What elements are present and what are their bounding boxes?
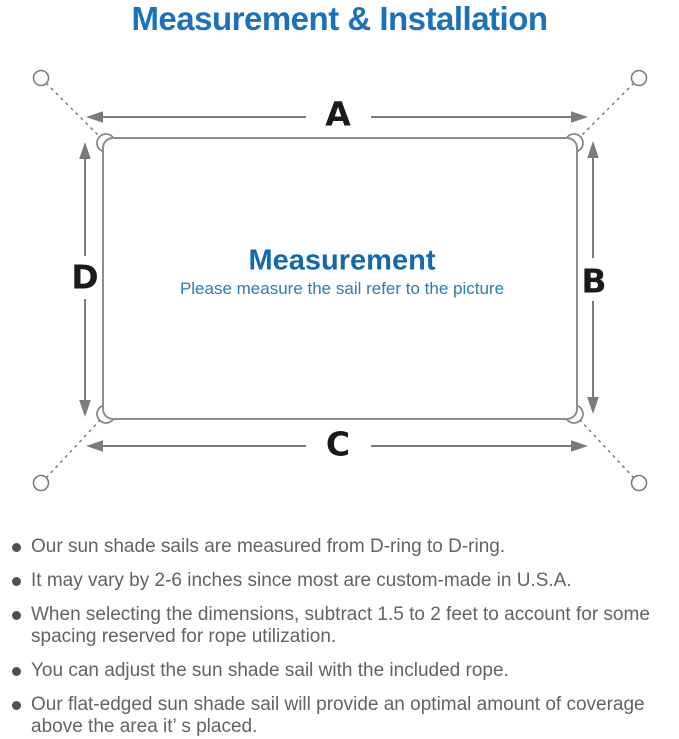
list-item: When selecting the dimensions, subtract … (12, 604, 677, 648)
note-text: When selecting the dimensions, subtract … (31, 604, 650, 647)
dimension-label-d: D (71, 257, 99, 297)
list-item: It may vary by 2-6 inches since most are… (12, 570, 677, 592)
arrow-down-icon (587, 397, 599, 414)
notes-list: Our sun shade sails are measured from D-… (12, 536, 677, 739)
note-text: It may vary by 2-6 inches since most are… (31, 570, 572, 591)
tie-rope-lines (45, 82, 635, 479)
anchor-point-icons (32, 69, 648, 492)
bullet-dot-icon (12, 667, 21, 676)
page-title: Measurement & Installation (131, 0, 548, 37)
arrow-right-icon (571, 440, 588, 452)
dimension-label-a: A (325, 94, 351, 134)
arrow-up-icon (587, 141, 599, 158)
list-item: You can adjust the sun shade sail with t… (12, 660, 677, 682)
anchor-point-icon-top-right (630, 69, 648, 87)
sail-measurement-diagram (32, 69, 648, 492)
bullet-dot-icon (12, 611, 21, 620)
bullet-dot-icon (12, 543, 21, 552)
tie-line-top-left (45, 82, 102, 139)
arrow-right-icon (571, 111, 588, 123)
anchor-point-icon-bottom-left (32, 474, 50, 492)
dimension-arrow-b (587, 141, 599, 414)
note-text: Our sun shade sails are measured from D-… (31, 536, 506, 557)
note-text: Our flat-edged sun shade sail will provi… (31, 694, 645, 737)
tie-line-bottom-left (45, 418, 102, 479)
dimension-arrow-c (86, 440, 588, 452)
dimension-label-c: C (325, 424, 351, 464)
arrow-left-icon (86, 440, 103, 452)
arrow-down-icon (79, 400, 91, 417)
sail-center-title: Measurement (248, 244, 436, 277)
bullet-dot-icon (12, 701, 21, 710)
dimension-arrow-a (86, 111, 588, 123)
arrow-up-icon (79, 142, 91, 159)
tie-line-bottom-right (578, 418, 635, 479)
sail-center-subtitle: Please measure the sail refer to the pic… (179, 279, 505, 298)
sail-outline (102, 137, 578, 420)
bullet-dot-icon (12, 577, 21, 586)
tie-line-top-right (578, 82, 635, 139)
dimension-arrow-d (79, 142, 91, 417)
arrow-left-icon (86, 111, 103, 123)
dimension-label-b: B (581, 261, 607, 301)
list-item: Our sun shade sails are measured from D-… (12, 536, 677, 558)
anchor-point-icon-top-left (32, 69, 50, 87)
list-item: Our flat-edged sun shade sail will provi… (12, 694, 677, 738)
anchor-point-icon-bottom-right (630, 474, 648, 492)
note-text: You can adjust the sun shade sail with t… (31, 660, 509, 681)
